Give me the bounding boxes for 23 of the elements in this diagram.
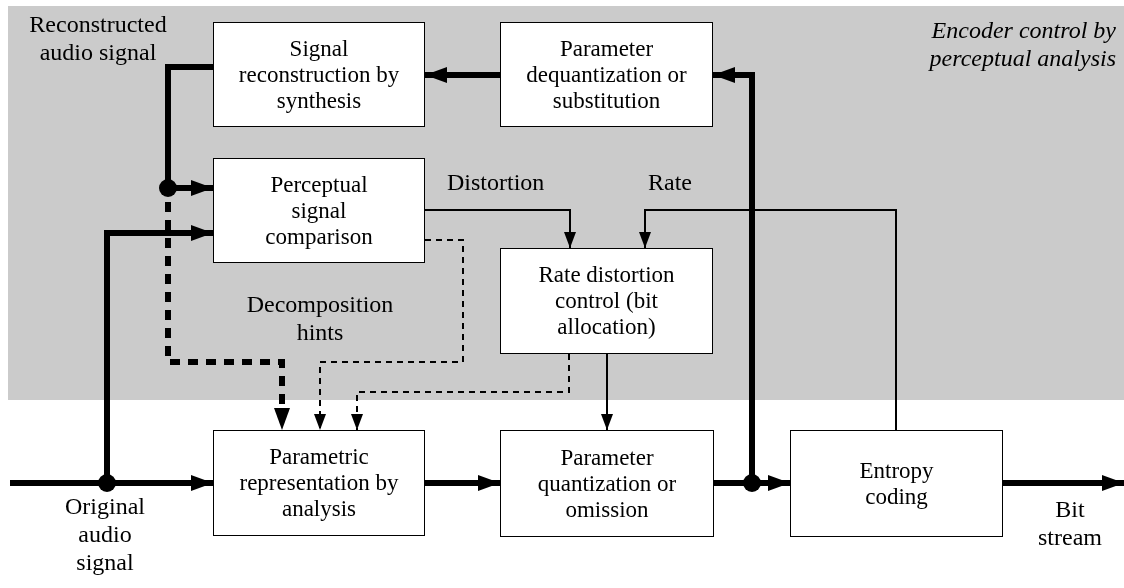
process-box: Parameter quantization or omission [500, 430, 714, 537]
arrow [424, 209, 576, 249]
process-box: Signal reconstruction by synthesis [213, 22, 425, 127]
edge-label: Rate [648, 168, 692, 196]
process-box: Rate distortion control (bit allocation) [500, 248, 713, 354]
text-label: Bit stream [1037, 495, 1103, 551]
arrow [601, 353, 613, 431]
process-box: Perceptual signal comparison [213, 158, 425, 263]
text-label: Encoder control by perceptual analysis [927, 16, 1116, 72]
arrow [639, 209, 897, 431]
dashed-arrow [314, 239, 464, 431]
arrow [425, 475, 500, 491]
process-box: Parametric representation by analysis [213, 430, 425, 536]
text-label: Decomposition hints [245, 290, 395, 346]
edge-label: Distortion [447, 168, 545, 196]
process-box: Parameter dequantization or substitution [500, 22, 713, 127]
text-label: Original audio signal [64, 492, 146, 576]
arrow [425, 67, 500, 83]
arrow [1003, 475, 1124, 491]
dashed-arrow [351, 353, 570, 431]
text-label: Reconstructed audio signal [28, 10, 168, 66]
process-box: Entropy coding [790, 430, 1003, 537]
arrow [165, 64, 213, 196]
